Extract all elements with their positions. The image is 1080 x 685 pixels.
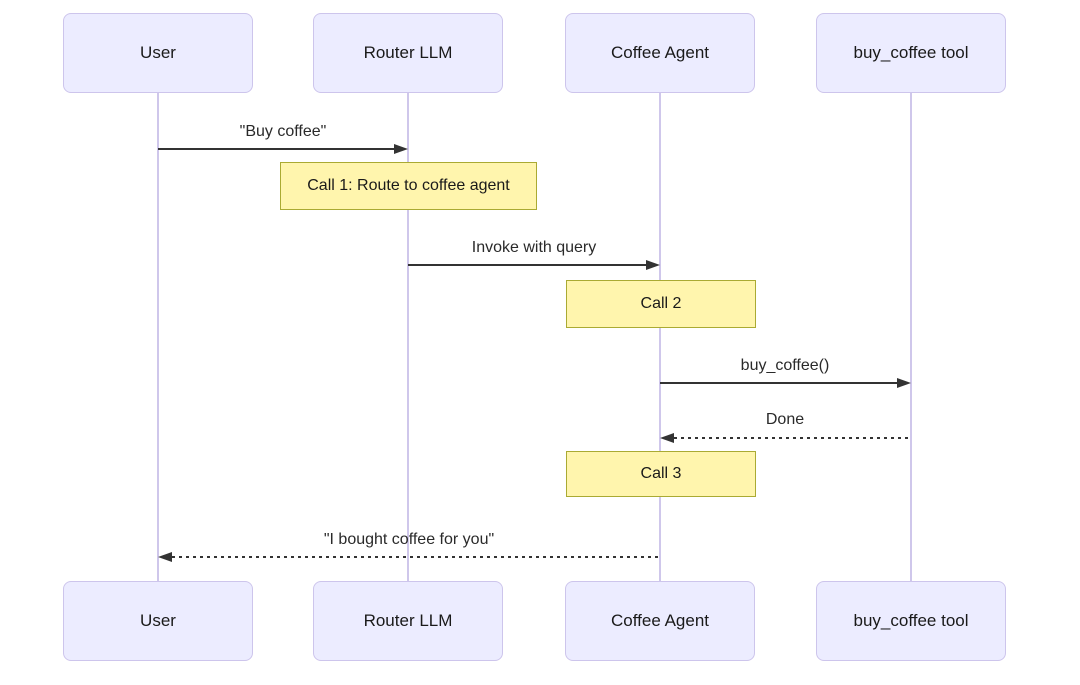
actor-label: Coffee Agent — [611, 611, 709, 630]
lifeline-user — [157, 93, 159, 581]
actor-label: User — [140, 43, 176, 62]
actor-box-user-bottom: User — [63, 581, 253, 661]
actor-box-router-llm-bottom: Router LLM — [313, 581, 503, 661]
note-call-2: Call 2 — [566, 280, 756, 328]
actor-label: Router LLM — [363, 43, 453, 62]
note-label: Call 3 — [640, 465, 682, 482]
note-label: Call 2 — [640, 295, 682, 312]
message-label-done: Done — [765, 411, 805, 428]
actor-label: User — [140, 611, 176, 630]
actor-box-buy-coffee-tool-bottom: buy_coffee tool — [816, 581, 1006, 661]
message-line-bought-coffee — [172, 556, 660, 558]
arrowhead-icon — [660, 433, 674, 443]
actor-box-router-llm-top: Router LLM — [313, 13, 503, 93]
actor-label: Router LLM — [363, 611, 453, 630]
note-call-3: Call 3 — [566, 451, 756, 497]
message-line-invoke-with-query — [408, 264, 646, 266]
actor-label: Coffee Agent — [611, 43, 709, 62]
arrowhead-icon — [394, 144, 408, 154]
message-label-buy-coffee-call: buy_coffee() — [740, 357, 830, 374]
message-line-buy-coffee-call — [660, 382, 897, 384]
actor-label: buy_coffee tool — [853, 43, 969, 62]
message-line-buy-coffee — [158, 148, 394, 150]
lifeline-coffee-agent — [659, 93, 661, 581]
arrowhead-icon — [646, 260, 660, 270]
actor-box-coffee-agent-bottom: Coffee Agent — [565, 581, 755, 661]
lifeline-router-llm — [407, 93, 409, 581]
lifeline-buy-coffee-tool — [910, 93, 912, 581]
message-label-buy-coffee: "Buy coffee" — [239, 123, 327, 140]
note-label: Call 1: Route to coffee agent — [307, 177, 510, 194]
actor-box-user-top: User — [63, 13, 253, 93]
actor-label: buy_coffee tool — [853, 611, 969, 630]
actor-box-buy-coffee-tool-top: buy_coffee tool — [816, 13, 1006, 93]
arrowhead-icon — [897, 378, 911, 388]
actor-box-coffee-agent-top: Coffee Agent — [565, 13, 755, 93]
message-label-invoke-with-query: Invoke with query — [471, 239, 597, 256]
arrowhead-icon — [158, 552, 172, 562]
note-call-1: Call 1: Route to coffee agent — [280, 162, 537, 210]
message-line-done — [674, 437, 911, 439]
message-label-bought-coffee: "I bought coffee for you" — [323, 531, 495, 548]
